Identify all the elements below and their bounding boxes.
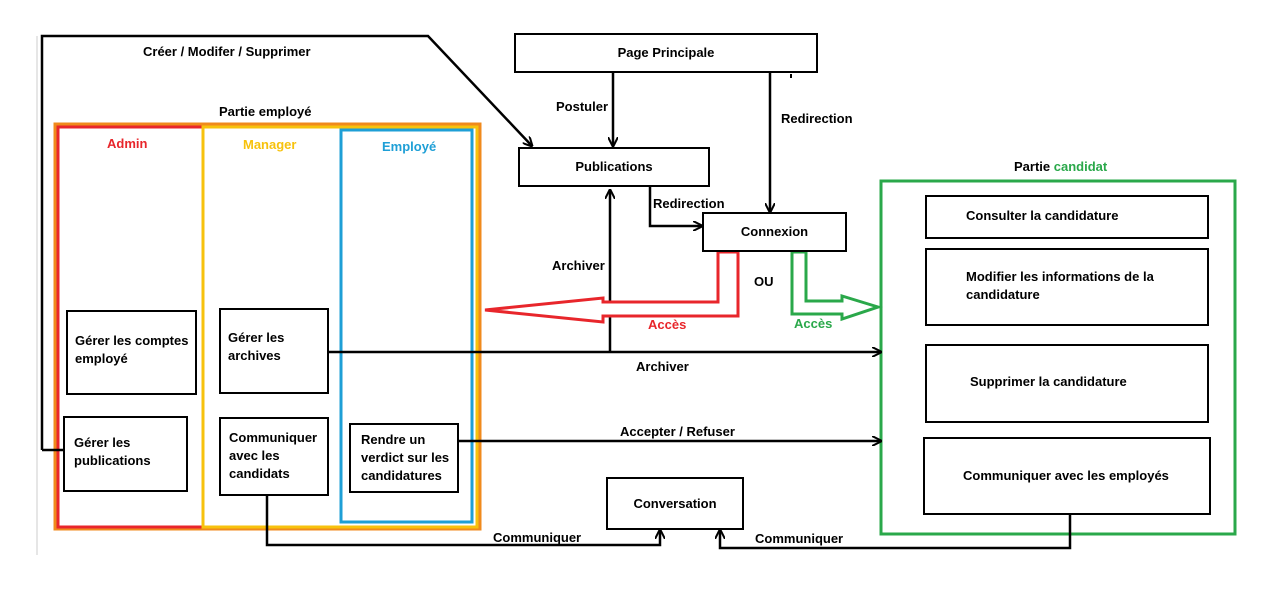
manager-label: Manager: [243, 137, 297, 152]
creer-modifier-supprimer-arrow: [40, 34, 532, 450]
partie-employe-label: Partie employé: [219, 104, 312, 119]
redirection-publications-arrow: [648, 187, 702, 226]
publications-box[interactable]: Publications: [518, 147, 710, 187]
archiver-label-1: Archiver: [552, 258, 605, 273]
partie-candidat-label: Partie candidat: [1014, 159, 1107, 174]
modifier-text: Modifier les informations de la candidat…: [966, 269, 1154, 302]
communiquer-candidats-text: Communiquer avec les candidats: [229, 430, 318, 481]
conversation-box[interactable]: Conversation: [606, 477, 744, 530]
admin-label: Admin: [107, 136, 148, 151]
creer-modifier-supprimer-label: Créer / Modifer / Supprimer: [143, 44, 311, 59]
gerer-archives-box[interactable]: Gérer les archives: [219, 308, 329, 394]
employe-container: [339, 128, 474, 524]
communiquer-candidats-box[interactable]: Communiquer avec les candidats: [219, 417, 329, 496]
acces-employe-label: Accès: [648, 317, 687, 332]
communiquer-candidat-arrow: [720, 514, 1072, 550]
communiquer-label-2: Communiquer: [755, 531, 844, 546]
connexion-box[interactable]: Connexion: [702, 212, 847, 252]
supprimer-text: Supprimer la candidature: [970, 374, 1127, 389]
acces-candidat-label: Accès: [794, 316, 833, 331]
gerer-publications-box[interactable]: Gérer les publications: [63, 416, 188, 492]
candidat-container: [879, 179, 1237, 536]
rendre-verdict-text: Rendre un verdict sur les candidatures: [361, 432, 450, 483]
archiver-label-2: Archiver: [636, 359, 689, 374]
consulter-box[interactable]: Consulter la candidature: [925, 195, 1209, 239]
communiquer-manager-arrow: [265, 496, 660, 547]
communiquer-employes-text: Communiquer avec les employés: [963, 468, 1169, 483]
postuler-label: Postuler: [556, 99, 609, 114]
publications-text: Publications: [575, 159, 653, 174]
employe-label: Employé: [382, 139, 437, 154]
acces-employe-arrow: [484, 250, 740, 324]
conversation-text: Conversation: [633, 495, 717, 511]
consulter-text: Consulter la candidature: [966, 208, 1119, 223]
modifier-box[interactable]: Modifier les informations de la candidat…: [925, 248, 1209, 326]
communiquer-employes-box[interactable]: Communiquer avec les employés: [923, 437, 1211, 515]
gerer-comptes-box[interactable]: Gérer les comptes employé: [66, 310, 197, 395]
rendre-verdict-box[interactable]: Rendre un verdict sur les candidatures: [349, 423, 459, 493]
communiquer-label-1: Communiquer: [493, 530, 582, 545]
gerer-publications-text: Gérer les publications: [74, 435, 151, 468]
supprimer-box[interactable]: Supprimer la candidature: [925, 344, 1209, 423]
candidat-word: candidat: [1053, 159, 1108, 174]
redirection-label-1: Redirection: [781, 111, 853, 126]
partie-prefix: Partie: [1014, 159, 1051, 174]
acces-candidat-arrow: [790, 250, 883, 322]
gerer-comptes-text: Gérer les comptes employé: [75, 333, 189, 366]
connexion-text: Connexion: [740, 224, 809, 239]
page-principale-text: Page Principale: [617, 45, 715, 60]
gerer-archives-text: Gérer les archives: [228, 330, 285, 363]
manager-container: [201, 125, 479, 529]
ou-label: OU: [754, 274, 774, 289]
page-principale-box[interactable]: Page Principale: [514, 33, 818, 73]
redirection-label-2: Redirection: [653, 196, 725, 211]
accepter-refuser-label: Accepter / Refuser: [620, 424, 735, 439]
